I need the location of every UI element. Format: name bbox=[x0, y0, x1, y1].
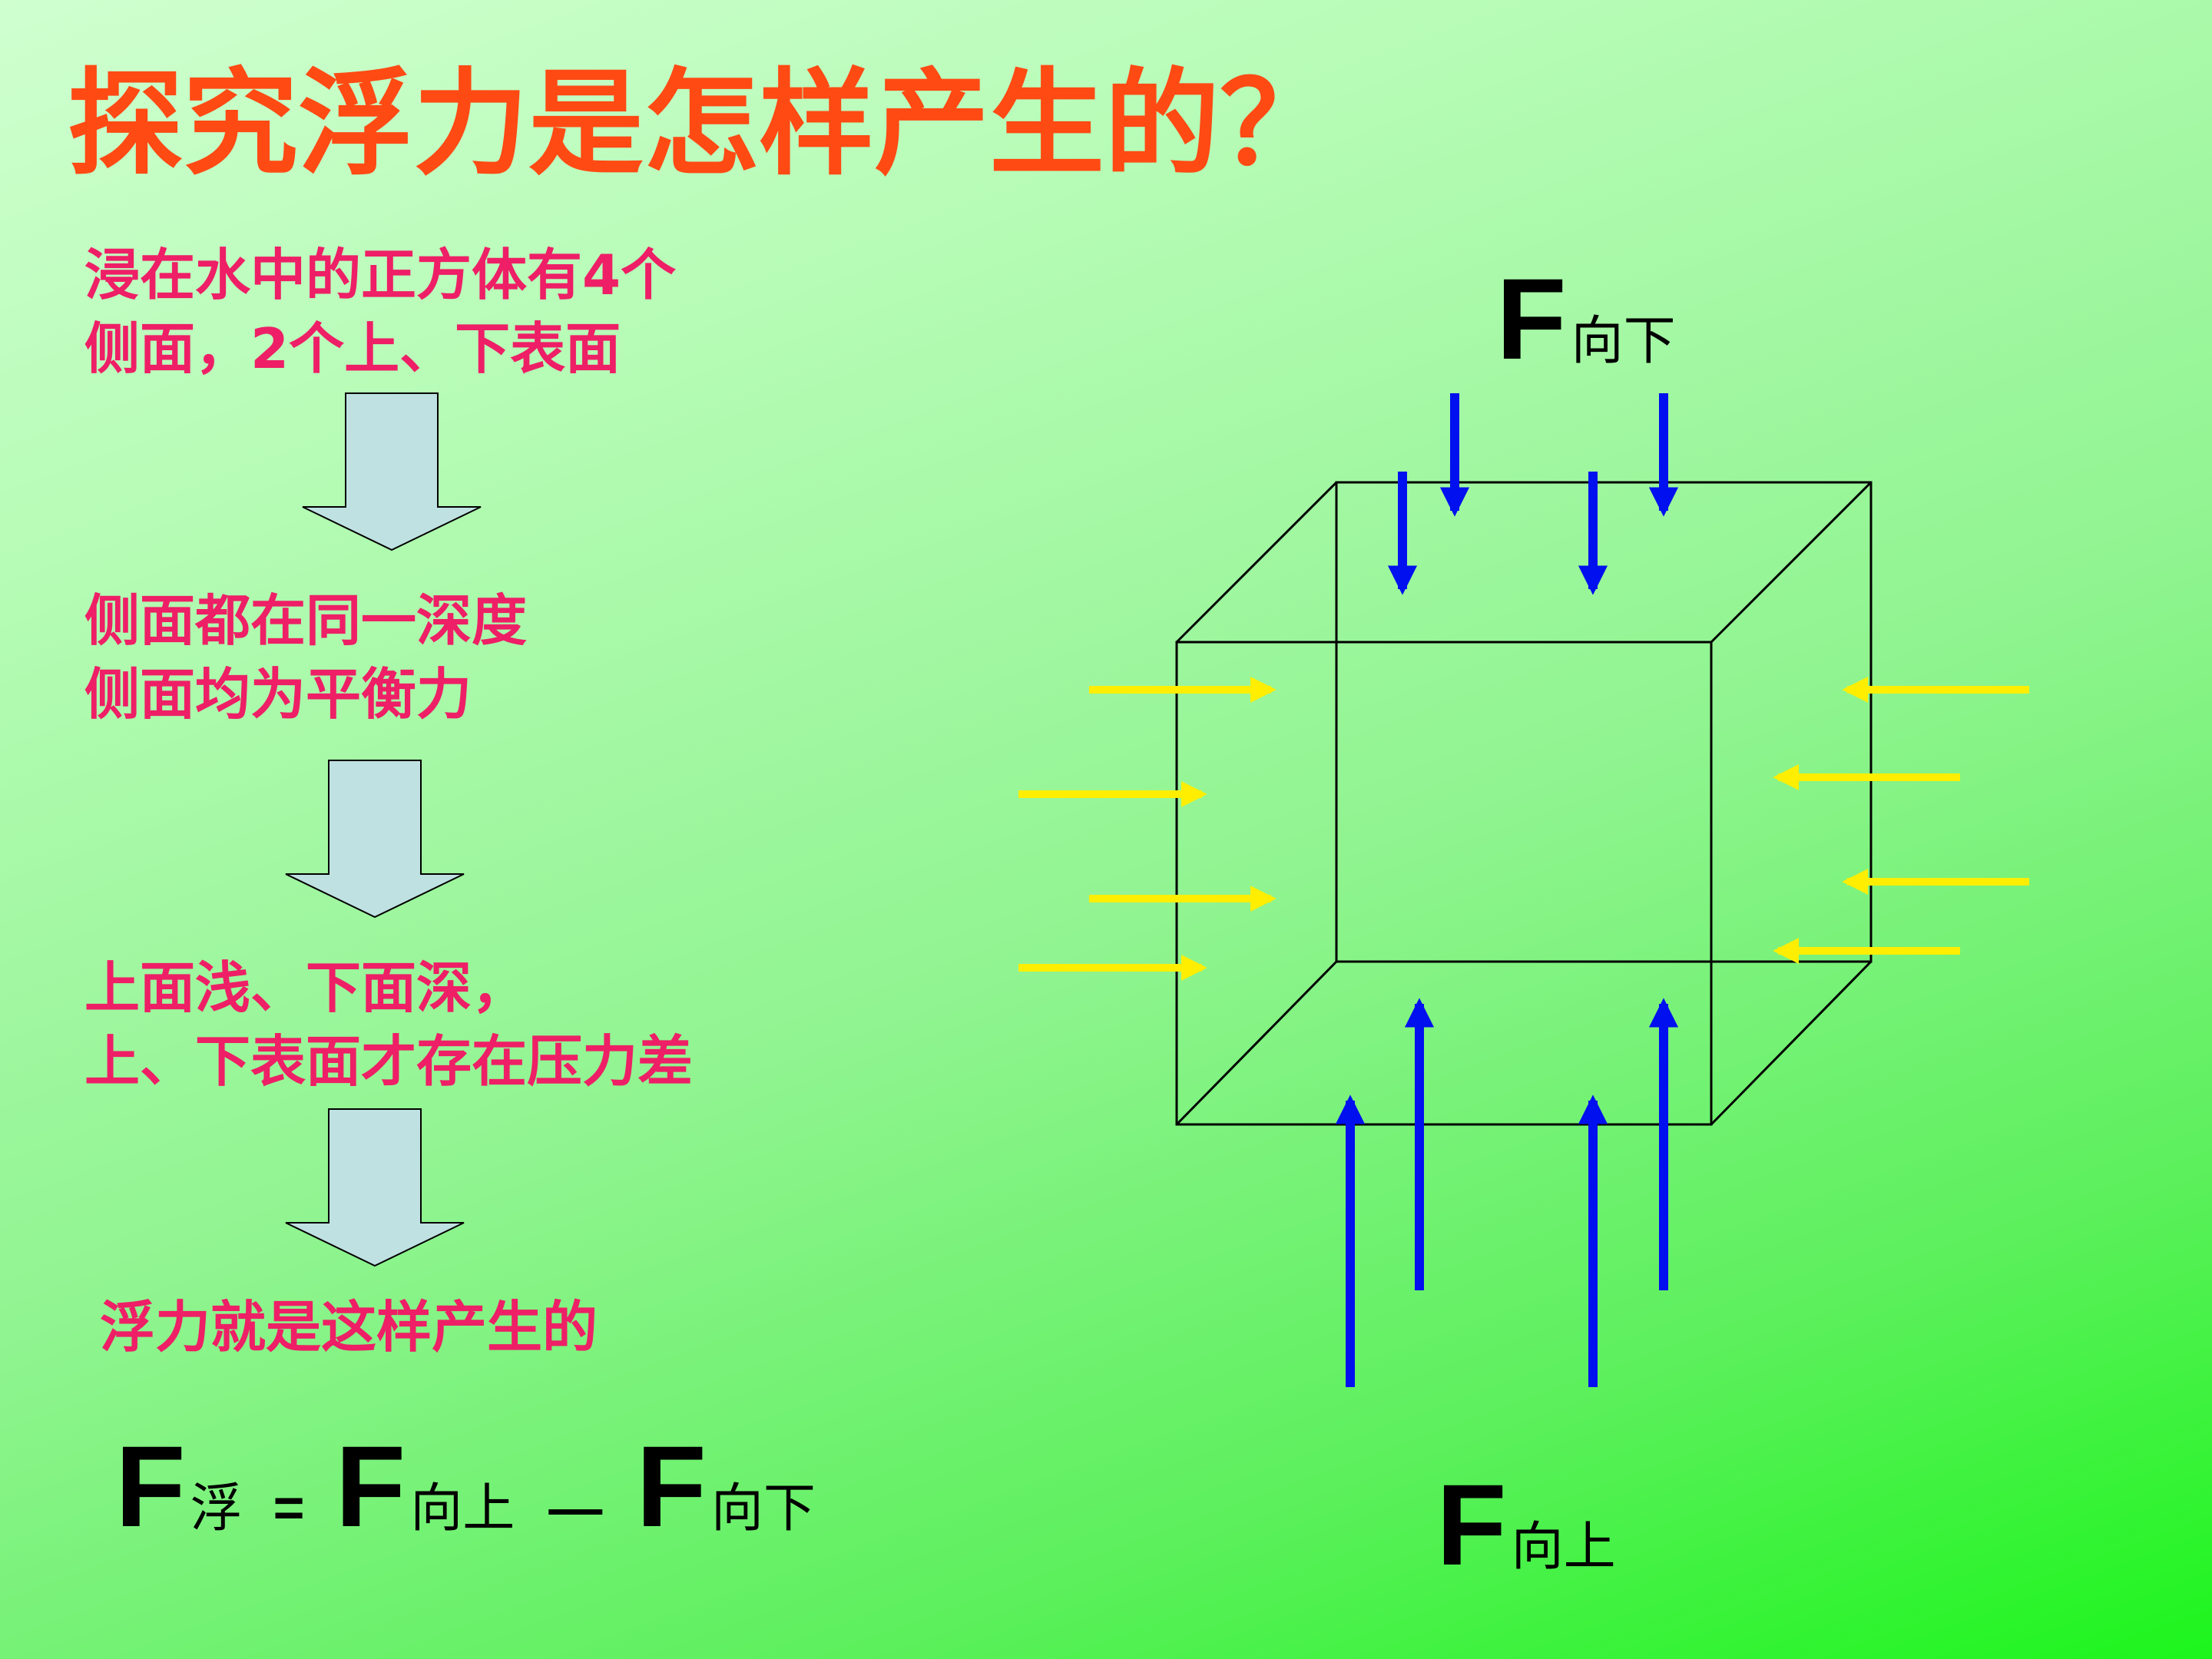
label-f-down: F 向下 bbox=[1496, 261, 1676, 376]
cube-edge-bottom-left bbox=[1175, 960, 1338, 1126]
step-1-line-1: 浸在水中的正方体有4个 bbox=[84, 243, 677, 307]
cube-wireframe bbox=[1175, 481, 1873, 1126]
step-1-line-2: 侧面，2个上、下表面 bbox=[84, 316, 621, 381]
label-f-up-sub: 向上 bbox=[1511, 1517, 1616, 1578]
formula-f-up: F bbox=[335, 1422, 406, 1551]
cube-front-face bbox=[1175, 641, 1713, 1126]
formula-equals: = bbox=[273, 1478, 305, 1538]
cube-edge-top-right bbox=[1710, 481, 1873, 644]
formula-sub-up: 向上 bbox=[410, 1479, 515, 1539]
step-2-text: 侧面都在同一深度 侧面均为平衡力 bbox=[84, 584, 527, 731]
step-3-line-2: 上、下表面才存在压力差 bbox=[84, 1029, 694, 1094]
page-title: 探究浮力是怎样产生的？ bbox=[68, 58, 1336, 191]
formula-minus: — bbox=[548, 1478, 603, 1538]
cube-back-face bbox=[1335, 481, 1873, 963]
step-3-line-1: 上面浅、下面深， bbox=[84, 955, 528, 1020]
cube-edge-top-left bbox=[1175, 481, 1338, 644]
buoyancy-formula: F 浮 = F 向上 — F 向下 bbox=[115, 1429, 816, 1544]
cube-edge-bottom-right bbox=[1710, 960, 1873, 1126]
label-f-up-f: F bbox=[1436, 1460, 1507, 1589]
label-f-down-sub: 向下 bbox=[1571, 311, 1676, 372]
flow-arrow-1 bbox=[300, 392, 484, 553]
step-2-line-1: 侧面都在同一深度 bbox=[84, 588, 528, 653]
step-1-text: 浸在水中的正方体有4个 侧面，2个上、下表面 bbox=[84, 238, 676, 386]
formula-f-down: F bbox=[636, 1422, 707, 1551]
step-2-line-2: 侧面均为平衡力 bbox=[84, 662, 472, 727]
label-f-down-f: F bbox=[1496, 254, 1567, 383]
step-4-text: 浮力就是这样产生的 bbox=[100, 1290, 598, 1364]
formula-f-buoyant: F bbox=[115, 1422, 186, 1551]
step-4-line-1: 浮力就是这样产生的 bbox=[100, 1295, 598, 1359]
flow-arrow-2 bbox=[283, 759, 467, 920]
flow-arrow-3 bbox=[283, 1108, 467, 1269]
formula-sub-buoyant: 浮 bbox=[190, 1479, 243, 1539]
formula-sub-down: 向下 bbox=[710, 1479, 816, 1539]
step-3-text: 上面浅、下面深， 上、下表面才存在压力差 bbox=[84, 951, 693, 1098]
label-f-up: F 向上 bbox=[1436, 1467, 1616, 1582]
